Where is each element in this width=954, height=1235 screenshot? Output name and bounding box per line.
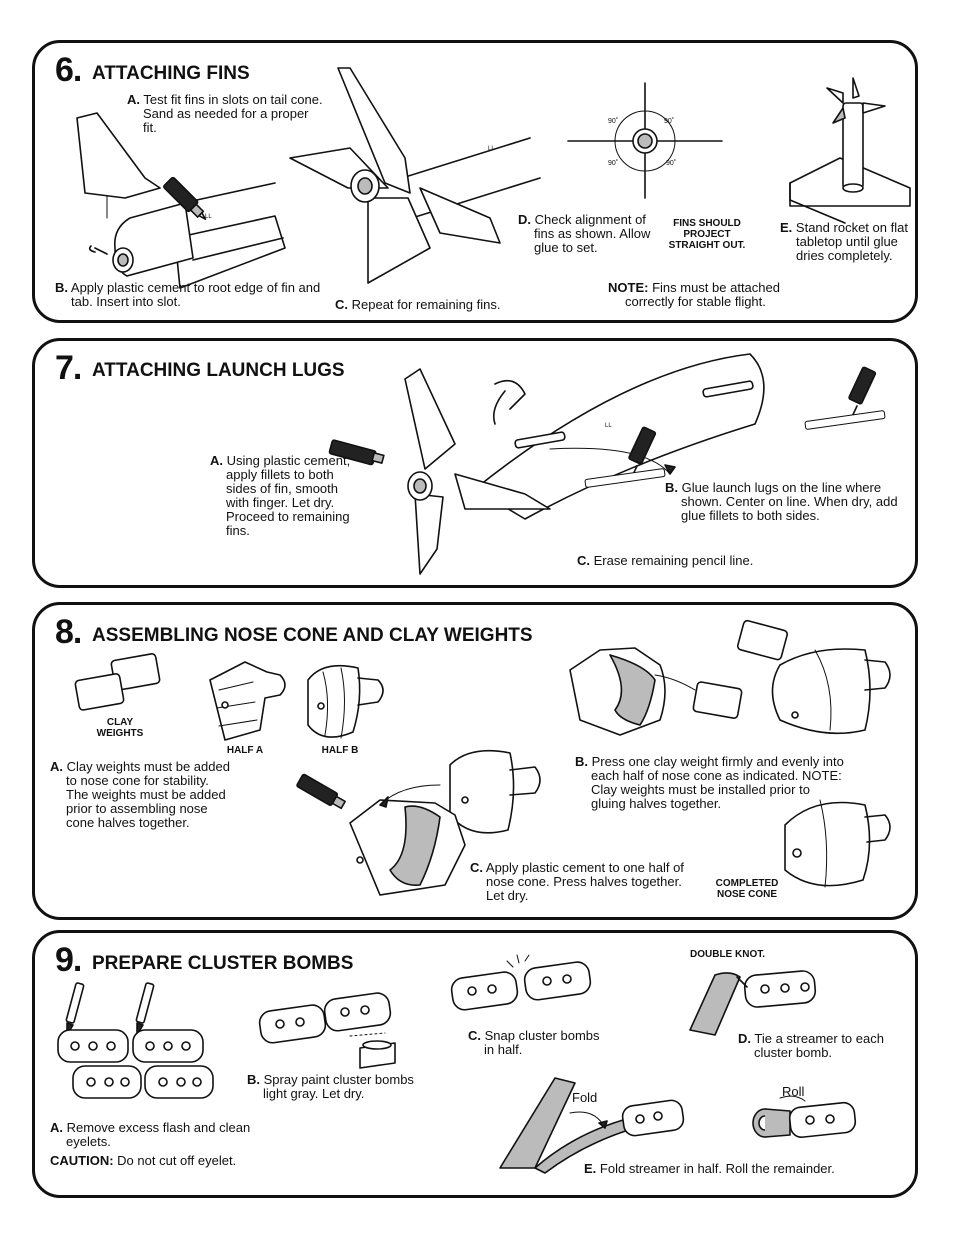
roll-label: Roll <box>782 1084 805 1099</box>
step-6-c-text: C. Repeat for remaining fins. <box>335 297 501 312</box>
step-8-b-text: B. Press one clay weight firmly and even… <box>575 754 844 811</box>
step-6-b-text: B. Apply plastic cement to root edge of … <box>55 280 321 309</box>
step-7-b-text: B. Glue launch lugs on the line where sh… <box>665 480 898 523</box>
completed-nose-cone-label: COMPLETED NOSE CONE <box>715 878 779 900</box>
fold-label: Fold <box>572 1090 598 1105</box>
step-7-number: 7. <box>55 349 82 387</box>
roll-streamer-illustration <box>752 1095 857 1138</box>
step-6-e-text: E. Stand rocket on flat tabletop until g… <box>780 220 908 263</box>
completed-nose-cone <box>784 799 891 888</box>
half-a-label: HALF A <box>226 745 264 756</box>
line-mark-6c: LL <box>488 146 495 152</box>
cluster-bombs-raw-illustration <box>57 1029 214 1099</box>
step-7-c-text: C. Erase remaining pencil line. <box>577 553 754 568</box>
step-7-panel: 7. ATTACHING LAUNCH LUGS A. Using plasti… <box>32 338 918 588</box>
step-9-b-text: B. Spray paint cluster bombs light gray.… <box>247 1072 414 1101</box>
step-9-a-text: A. Remove excess flash and clean eyelets… <box>50 1120 251 1149</box>
glue-tube-icon <box>296 773 346 810</box>
step-8-panel: 8. ASSEMBLING NOSE CONE AND CLAY WEIGHTS… <box>32 602 918 920</box>
nose-cone-half-a <box>209 661 286 741</box>
fold-streamer-illustration <box>499 1077 685 1174</box>
step-8-title: ASSEMBLING NOSE CONE AND CLAY WEIGHTS <box>92 625 533 646</box>
glue-tube-icon <box>163 176 207 221</box>
step-6-number: 6. <box>55 51 82 89</box>
clay-weights-label: CLAY WEIGHTS <box>96 717 144 739</box>
fin-alignment-diagram: 90˚ 90˚ 90˚ 90˚ <box>567 82 723 199</box>
step-9-c-text: C. Snap cluster bombs in half. <box>468 1028 600 1057</box>
hobby-knife-icon <box>135 982 155 1036</box>
tie-streamer-illustration <box>689 970 817 1036</box>
glue-tube-icon <box>328 439 385 466</box>
step-9-panel: 9. PREPARE CLUSTER BOMBS A. Remove exces… <box>32 930 918 1198</box>
tail-cone-fin-illustration: LL <box>76 112 286 289</box>
step-7-a-text: A. Using plastic cement, apply fillets t… <box>210 453 351 538</box>
step-6-title: ATTACHING FINS <box>92 63 250 84</box>
step-8-a-text: A. Clay weights must be added to nose co… <box>50 759 230 830</box>
step-9-title: PREPARE CLUSTER BOMBS <box>92 953 354 974</box>
step-8-number: 8. <box>55 613 82 651</box>
snap-cluster-bombs-illustration <box>450 954 592 1011</box>
step-6-note: NOTE: Fins must be attached correctly fo… <box>608 280 780 309</box>
fins-project-label: FINS SHOULD PROJECT STRAIGHT OUT. <box>668 218 746 251</box>
angle-label-3: 90˚ <box>608 159 618 167</box>
launch-lug-detail-1 <box>584 468 666 488</box>
double-knot-label: DOUBLE KNOT. <box>690 949 765 960</box>
step-9-number: 9. <box>55 941 82 979</box>
step-6-a-text: A. Test fit fins in slots on tail cone. … <box>127 92 323 135</box>
launch-lug-rocket-illustration: LL <box>404 353 765 575</box>
clay-press-illustration <box>569 619 891 736</box>
step-9-e-text: E. Fold streamer in half. Roll the remai… <box>584 1161 835 1176</box>
angle-label-4: 90˚ <box>666 159 676 167</box>
step-6-panel: 6. ATTACHING FINS A. Test fit fins in sl… <box>32 40 918 323</box>
step-9-caution: CAUTION: Do not cut off eyelet. <box>50 1153 237 1168</box>
step-9-d-text: D. Tie a streamer to each cluster bomb. <box>738 1031 884 1060</box>
clay-weight-icon <box>74 653 161 711</box>
glue-tube-icon <box>848 366 877 422</box>
angle-label-1: 90˚ <box>608 117 618 125</box>
nose-cone-assembly-illustration <box>349 749 541 896</box>
three-fins-illustration: LL <box>289 67 541 284</box>
nose-cone-half-b <box>307 664 384 739</box>
line-mark-6a: LL <box>205 214 212 220</box>
step-7-title: ATTACHING LAUNCH LUGS <box>92 360 345 381</box>
half-b-label: HALF B <box>321 745 359 756</box>
line-mark-7: LL <box>605 423 612 429</box>
rocket-standing-illustration <box>789 77 911 224</box>
step-8-c-text: C. Apply plastic cement to one half of n… <box>470 860 684 903</box>
launch-lug-detail-2 <box>804 410 886 430</box>
spray-paint-illustration <box>258 992 396 1069</box>
step-6-d-text: D. Check alignment of fins as shown. All… <box>518 212 651 255</box>
angle-label-2: 90˚ <box>664 117 674 125</box>
